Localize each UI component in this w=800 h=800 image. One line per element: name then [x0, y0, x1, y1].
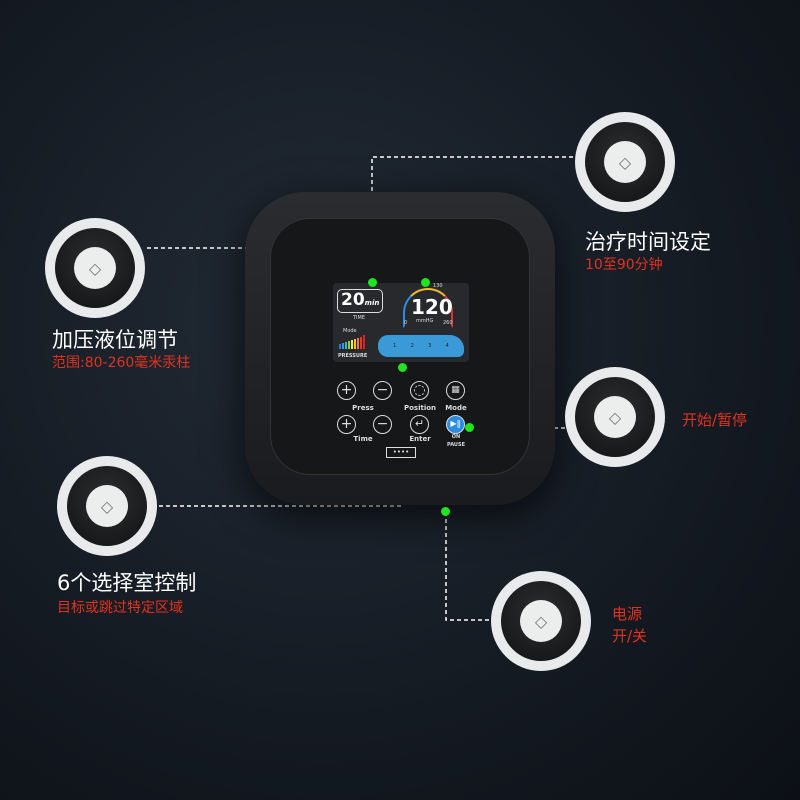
knob-chamber: ◇: [57, 456, 157, 556]
marker-dot: [421, 278, 430, 287]
diamond-icon: ◇: [88, 258, 102, 278]
time-label: TIME: [353, 315, 366, 321]
diamond-icon: ◇: [608, 407, 622, 427]
chamber-3: 3: [428, 343, 432, 349]
chamber-4: 4: [445, 343, 449, 349]
chamber-callout-sub: 目标或跳过特定区域: [57, 600, 183, 616]
time-btn-label: Time: [353, 435, 373, 443]
gauge-max: 260: [443, 320, 453, 326]
pressure-unit: mmHG: [416, 318, 434, 324]
chamber-1: 1: [393, 343, 397, 349]
diamond-icon: ◇: [618, 152, 632, 172]
pressure-bars: [339, 335, 365, 349]
start-callout: 开始/暂停: [682, 411, 748, 429]
power-callout-line2: 开/关: [612, 627, 648, 645]
leg-chamber-graphic: 1 2 3 4: [378, 335, 464, 357]
diamond-icon: ◇: [534, 611, 548, 631]
marker-dot: [441, 507, 450, 516]
diamond-icon: ◇: [100, 496, 114, 516]
play-pause-button[interactable]: ▶‖: [446, 415, 465, 434]
marker-dot: [465, 423, 474, 432]
chamber-2: 2: [410, 343, 414, 349]
enter-label: Enter: [409, 435, 431, 443]
lcd-screen: 20min TIME Mode PRESSURE 120 mmHG 0 130 …: [333, 283, 469, 362]
knob-pressure: ◇: [45, 218, 145, 318]
chamber-indicator-icon: ••••: [386, 447, 416, 458]
press-minus-button[interactable]: −: [373, 381, 392, 400]
pressure-callout-title: 加压液位调节: [52, 328, 178, 352]
time-minus-button[interactable]: −: [373, 415, 392, 434]
pressure-gauge: [403, 288, 453, 328]
gauge-min: 0: [404, 320, 408, 326]
gauge-mid: 130: [433, 283, 443, 289]
position-button[interactable]: ◌: [410, 381, 429, 400]
knob-start: ◇: [565, 367, 665, 467]
pause-label: PAUSE: [447, 442, 465, 448]
press-label: Press: [352, 404, 374, 412]
time-unit: min: [364, 299, 380, 307]
on-label: ON: [451, 434, 461, 440]
chamber-callout-title: 6个选择室控制: [57, 571, 197, 595]
time-callout-title: 治疗时间设定: [585, 230, 711, 254]
power-callout-line1: 电源: [612, 605, 643, 623]
time-display: 20min: [337, 289, 383, 313]
pressure-value: 120: [411, 295, 453, 319]
enter-button[interactable]: ↵: [410, 415, 429, 434]
time-value: 20: [341, 290, 365, 310]
time-callout-sub: 10至90分钟: [585, 257, 663, 273]
mode-label-btn: Mode: [445, 404, 467, 412]
time-plus-button[interactable]: +: [337, 415, 356, 434]
pressure-label: PRESSURE: [338, 353, 368, 359]
mode-label: Mode: [343, 328, 357, 334]
mode-button[interactable]: ▦: [446, 381, 465, 400]
knob-time: ◇: [575, 112, 675, 212]
pressure-callout-sub: 范围:80-260毫米汞柱: [52, 355, 191, 371]
marker-dot: [368, 278, 377, 287]
knob-power: ◇: [491, 571, 591, 671]
position-label: Position: [403, 404, 437, 412]
press-plus-button[interactable]: +: [337, 381, 356, 400]
marker-dot: [398, 363, 407, 372]
